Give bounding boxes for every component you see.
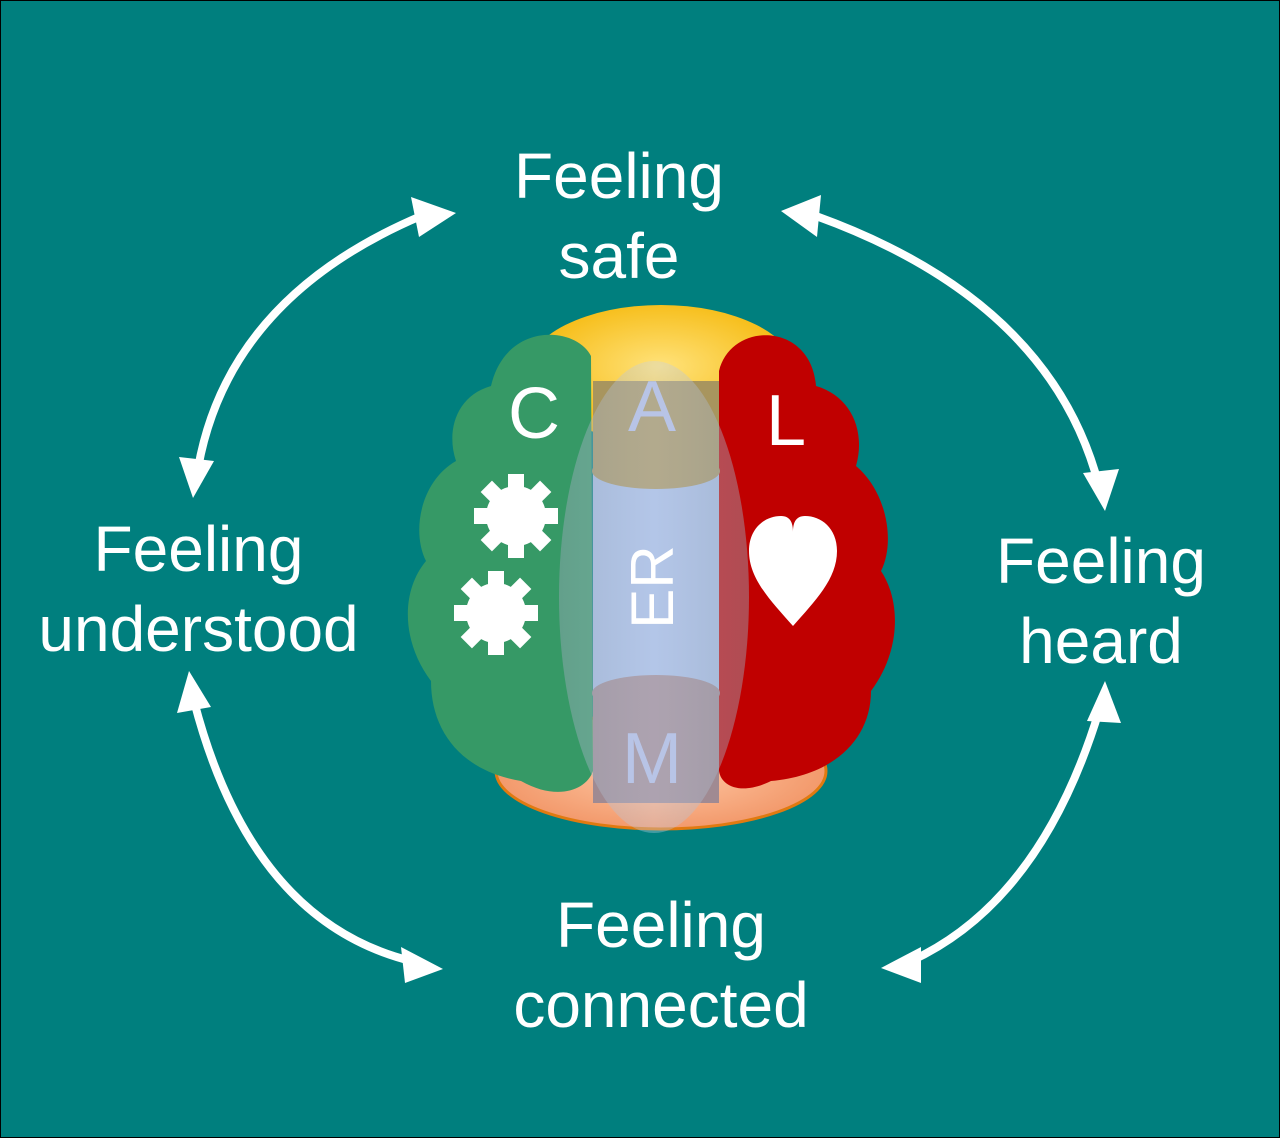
arrowhead-icon [1083, 469, 1119, 511]
gear-icon [474, 474, 558, 558]
arrow-top-right [781, 195, 1119, 511]
arrowhead-icon [781, 195, 821, 237]
left-hemisphere [407, 334, 593, 792]
letter-m: M [622, 719, 682, 799]
label-feeling-heard: Feeling heard [961, 521, 1241, 681]
label-line: safe [558, 220, 680, 292]
label-feeling-safe: Feeling safe [469, 136, 769, 296]
arrowhead-icon [179, 457, 214, 498]
label-line: connected [513, 969, 809, 1041]
letter-a: A [627, 367, 677, 447]
label-feeling-understood: Feeling understood [1, 509, 396, 669]
letter-er: ER [619, 545, 686, 629]
letter-l: L [765, 381, 807, 461]
gear-icon [454, 571, 538, 655]
heart-icon [749, 516, 837, 626]
label-line: Feeling [556, 889, 766, 961]
arrow-bottom-left [177, 671, 443, 983]
label-line: Feeling [514, 140, 724, 212]
arrowhead-icon [401, 947, 443, 983]
arrowhead-icon [411, 197, 456, 237]
label-line: heard [1019, 605, 1183, 677]
label-line: understood [38, 593, 359, 665]
label-line: Feeling [93, 513, 304, 585]
arrow-bottom-right [881, 681, 1121, 983]
arrowhead-icon [881, 947, 921, 983]
center-oval [559, 361, 749, 833]
arrow-top-left [179, 197, 456, 498]
label-feeling-connected: Feeling connected [471, 885, 851, 1045]
arrowhead-icon [177, 671, 211, 713]
letter-c: C [508, 374, 560, 454]
label-line: Feeling [996, 525, 1206, 597]
arrowhead-icon [1087, 681, 1121, 723]
